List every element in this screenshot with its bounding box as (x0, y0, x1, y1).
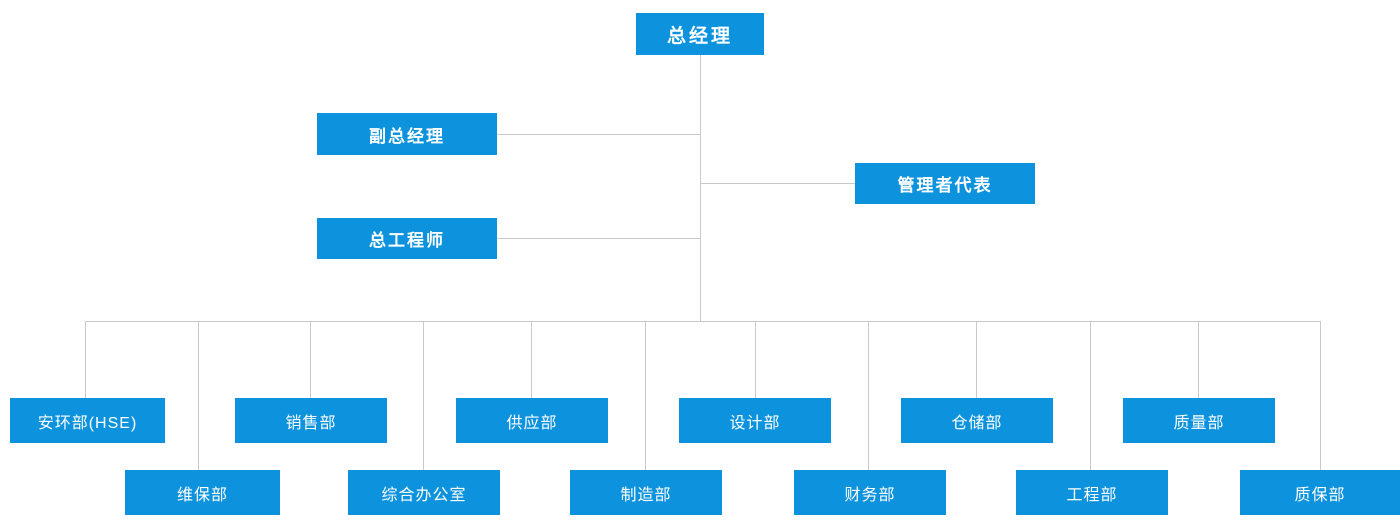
connector-department-bus (85, 321, 1321, 322)
node-department-maintenance[interactable]: 维保部 (125, 470, 280, 515)
connector-drop-lower-2 (423, 321, 424, 470)
node-department-quality[interactable]: 质量部 (1123, 398, 1275, 443)
connector-stem-main (700, 55, 701, 321)
node-management-representative[interactable]: 管理者代表 (855, 163, 1035, 204)
node-department-design[interactable]: 设计部 (679, 398, 831, 443)
connector-drop-lower-6 (1320, 321, 1321, 470)
connector-drop-upper-5 (976, 321, 977, 398)
connector-drop-lower-5 (1090, 321, 1091, 470)
node-department-finance[interactable]: 财务部 (794, 470, 946, 515)
connector-drop-upper-3 (531, 321, 532, 398)
node-department-sales[interactable]: 销售部 (235, 398, 387, 443)
connector-branch-deputy-gm (497, 134, 701, 135)
node-deputy-general-manager[interactable]: 副总经理 (317, 113, 497, 155)
node-department-warehouse[interactable]: 仓储部 (901, 398, 1053, 443)
node-department-hse[interactable]: 安环部(HSE) (10, 398, 165, 443)
connector-drop-upper-4 (755, 321, 756, 398)
connector-drop-upper-1 (85, 321, 86, 398)
node-chief-engineer[interactable]: 总工程师 (317, 218, 497, 259)
connector-branch-management-rep (700, 183, 855, 184)
node-department-manufacturing[interactable]: 制造部 (570, 470, 722, 515)
node-department-quality-assurance[interactable]: 质保部 (1240, 470, 1400, 515)
node-department-general-office[interactable]: 综合办公室 (348, 470, 500, 515)
connector-drop-upper-2 (310, 321, 311, 398)
connector-drop-lower-3 (645, 321, 646, 470)
connector-drop-lower-1 (198, 321, 199, 470)
node-general-manager[interactable]: 总经理 (636, 13, 764, 55)
connector-drop-lower-4 (868, 321, 869, 470)
connector-drop-upper-6 (1198, 321, 1199, 398)
node-department-engineering[interactable]: 工程部 (1016, 470, 1168, 515)
node-department-supply[interactable]: 供应部 (456, 398, 608, 443)
connector-branch-chief-engineer (497, 238, 701, 239)
